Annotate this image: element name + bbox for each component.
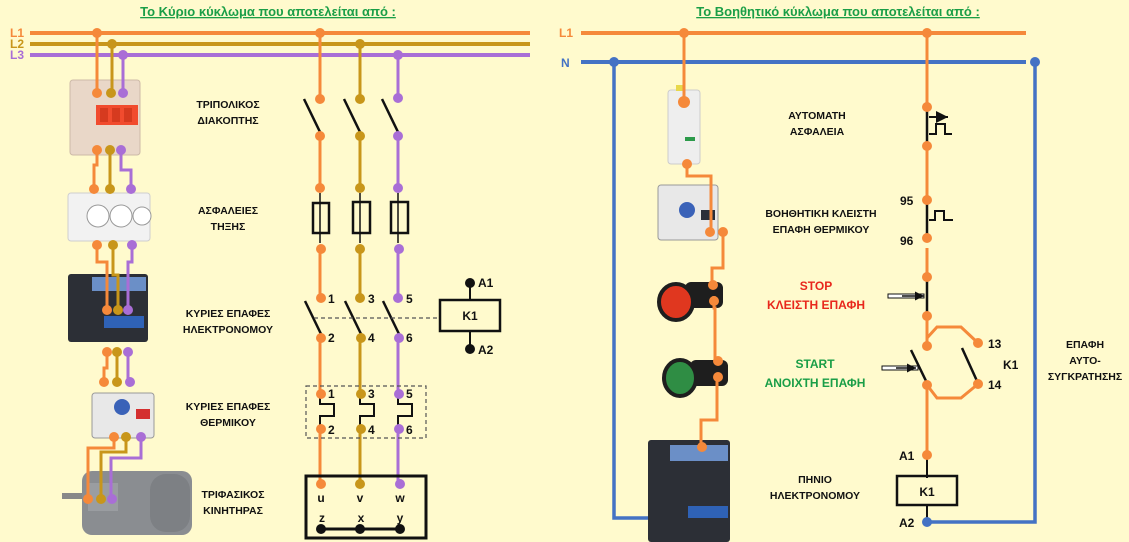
coil-a1: A1 [478,276,494,290]
aux-contactor-photo [648,440,730,542]
aux-bus-label-l1: L1 [559,26,573,40]
motor-w: w [394,491,405,505]
motor-x: x [358,511,365,525]
label-breaker-1: ΤΡΙΠΟΛΙΚΟΣ [196,99,259,111]
thermal-t6: 6 [406,423,413,437]
fuse-holder-photo [67,192,152,242]
label-fuses-1: ΑΣΦΑΛΕΙΕΣ [198,205,258,217]
holding-13: 13 [988,337,1002,351]
contactor-t5: 5 [406,292,413,306]
label-fuses-2: ΤΗΞΗΣ [211,221,246,233]
holding-contact-symbol [960,347,979,382]
label-contactor-1: ΚΥΡΙΕΣ ΕΠΑΦΕΣ [186,308,271,320]
aux-coil-box [895,474,959,507]
aux-thermal-95: 95 [900,194,914,208]
main-component-labels: ΤΡΙΠΟΛΙΚΟΣ ΔΙΑΚΟΠΤΗΣ ΑΣΦΑΛΕΙΕΣ ΤΗΞΗΣ ΚΥΡ… [183,99,273,517]
label-start-1: START [795,357,835,371]
thermal-element-symbols [319,398,413,425]
motor-y: y [397,511,404,525]
label-thermal-1: ΚΥΡΙΕΣ ΕΠΑΦΕΣ [186,401,271,413]
main-coil-k1: K1 A1 A2 [438,276,502,357]
fuse-symbols [311,193,410,243]
label-holding-2: ΑΥΤΟ- [1069,355,1101,367]
aux-coil-label: K1 [919,485,935,499]
main-circuit-title: Το Κύριο κύκλωμα που αποτελείται από : [140,4,396,19]
label-motor-2: ΚΙΝΗΤΗΡΑΣ [203,505,263,517]
aux-buses: L1 N [559,26,1026,70]
label-aux-breaker-2: ΑΣΦΑΛΕΙΑ [790,126,845,138]
thermal-relay-photo [91,392,155,439]
coil-a2: A2 [478,343,494,357]
contactor-t4: 4 [368,331,375,345]
main-schematic: K1 A1 A2 1 3 [302,28,502,540]
label-aux-coil-2: ΗΛΕΚΤΡΟΝΟΜΟΥ [770,490,860,502]
photo-terminal-dots [83,28,146,504]
label-stop-2: ΚΛΕΙΣΤΗ ΕΠΑΦΗ [767,298,865,312]
aux-thermal-96: 96 [900,234,914,248]
neutral-return-wires [612,62,1037,524]
thermal-t4: 4 [368,423,375,437]
aux-thermal-contact-symbol [925,200,953,238]
motor-z: z [319,511,325,525]
label-aux-coil-1: ΠΗΝΙΟ [798,474,832,486]
bus-label-l2: L2 [10,37,24,51]
coil-label: K1 [462,309,478,323]
motor-terminal-box [304,474,428,540]
label-motor-1: ΤΡΙΦΑΣΙΚΟΣ [201,489,264,501]
bus-label-l3: L3 [10,48,24,62]
label-holding-3: ΣΥΓΚΡΑΤΗΣΗΣ [1048,371,1122,383]
contactor-t1: 1 [328,292,335,306]
bus-label-l1: L1 [10,26,24,40]
contactor-t3: 3 [368,292,375,306]
label-stop-1: STOP [800,279,832,293]
thermal-t2: 2 [328,423,335,437]
label-holding-1: ΕΠΑΦΗ [1066,339,1104,351]
thermal-t5: 5 [406,387,413,401]
label-breaker-2: ΔΙΑΚΟΠΤΗΣ [197,115,258,127]
label-aux-breaker-1: ΑΥΤΟΜΑΤΗ [788,110,845,122]
motor-v: v [357,491,364,505]
label-start-2: ΑΝΟΙΧΤΗ ΕΠΑΦΗ [765,376,866,390]
holding-14: 14 [988,378,1002,392]
aux-component-labels: ΑΥΤΟΜΑΤΗ ΑΣΦΑΛΕΙΑ ΒΟΗΘΗΤΙΚΗ ΚΛΕΙΣΤΗ ΕΠΑΦ… [765,110,1123,502]
thermal-t1: 1 [328,387,335,401]
label-aux-thermal-2: ΕΠΑΦΗ ΘΕΡΜΙΚΟΥ [773,224,870,236]
stop-contact-symbol [887,278,929,315]
tripolar-switch-symbols [302,98,400,133]
aux-thermal-photo [657,184,719,241]
aux-coil-a1: A1 [899,449,915,463]
contactor-t6: 6 [406,331,413,345]
thermal-t3: 3 [368,387,375,401]
label-thermal-2: ΘΕΡΜΙΚΟΥ [200,417,256,429]
thermal-box [305,385,427,439]
aux-coil-a2: A2 [899,516,915,530]
aux-breaker-symbol [925,108,952,146]
holding-k1: K1 [1003,358,1019,372]
aux-schematic: 95 96 13 14 K1 K1 A1 A2 [881,28,1019,530]
label-contactor-2: ΗΛΕΚΤΡΟΝΟΜΟΥ [183,324,273,336]
contactor-t2: 2 [328,331,335,345]
motor-u: u [317,491,324,505]
aux-bus-label-n: N [561,56,570,70]
aux-circuit-title: Το Βοηθητικό κύκλωμα που αποτελείται από… [696,4,980,19]
label-aux-thermal-1: ΒΟΗΘΗΤΙΚΗ ΚΛΕΙΣΤΗ [765,208,876,220]
start-contact-symbol [881,349,929,384]
main-buses: L1 L2 L3 [10,26,530,62]
breaker-photo [69,79,141,156]
motor-photo [62,471,192,535]
